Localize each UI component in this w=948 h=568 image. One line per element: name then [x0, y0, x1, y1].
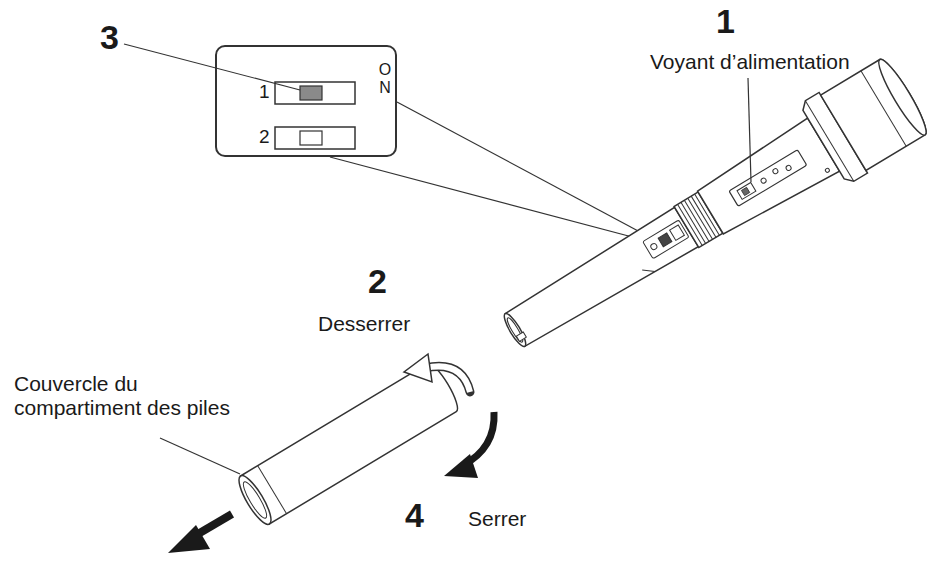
callout-number: 3: [100, 18, 119, 57]
part-label: Voyant d’alimentation: [650, 50, 850, 74]
pull-arrow-head: [168, 525, 210, 553]
inset-box: 1 2 ON: [215, 45, 397, 157]
leader-line: [124, 44, 300, 90]
zoom-line: [397, 102, 655, 240]
loosen-arrow-head: [404, 354, 432, 382]
action-label: Serrer: [468, 507, 526, 531]
tighten-arrow-head: [444, 454, 478, 478]
action-label: Desserrer: [318, 312, 410, 336]
switch-number: 1: [259, 82, 270, 101]
switch-number: 2: [259, 127, 270, 146]
battery-cover: [234, 360, 463, 528]
zoom-line: [330, 157, 655, 243]
leader-line: [748, 78, 751, 182]
part-label: Couvercle du compartiment des piles: [14, 372, 254, 420]
switch-on-label: ON: [377, 61, 393, 96]
microphone: [487, 53, 934, 373]
callout-number: 2: [368, 262, 387, 301]
dip-switch: [275, 82, 355, 149]
callout-number: 1: [716, 2, 735, 41]
leader-line: [160, 438, 240, 474]
callout-number: 4: [405, 496, 424, 535]
